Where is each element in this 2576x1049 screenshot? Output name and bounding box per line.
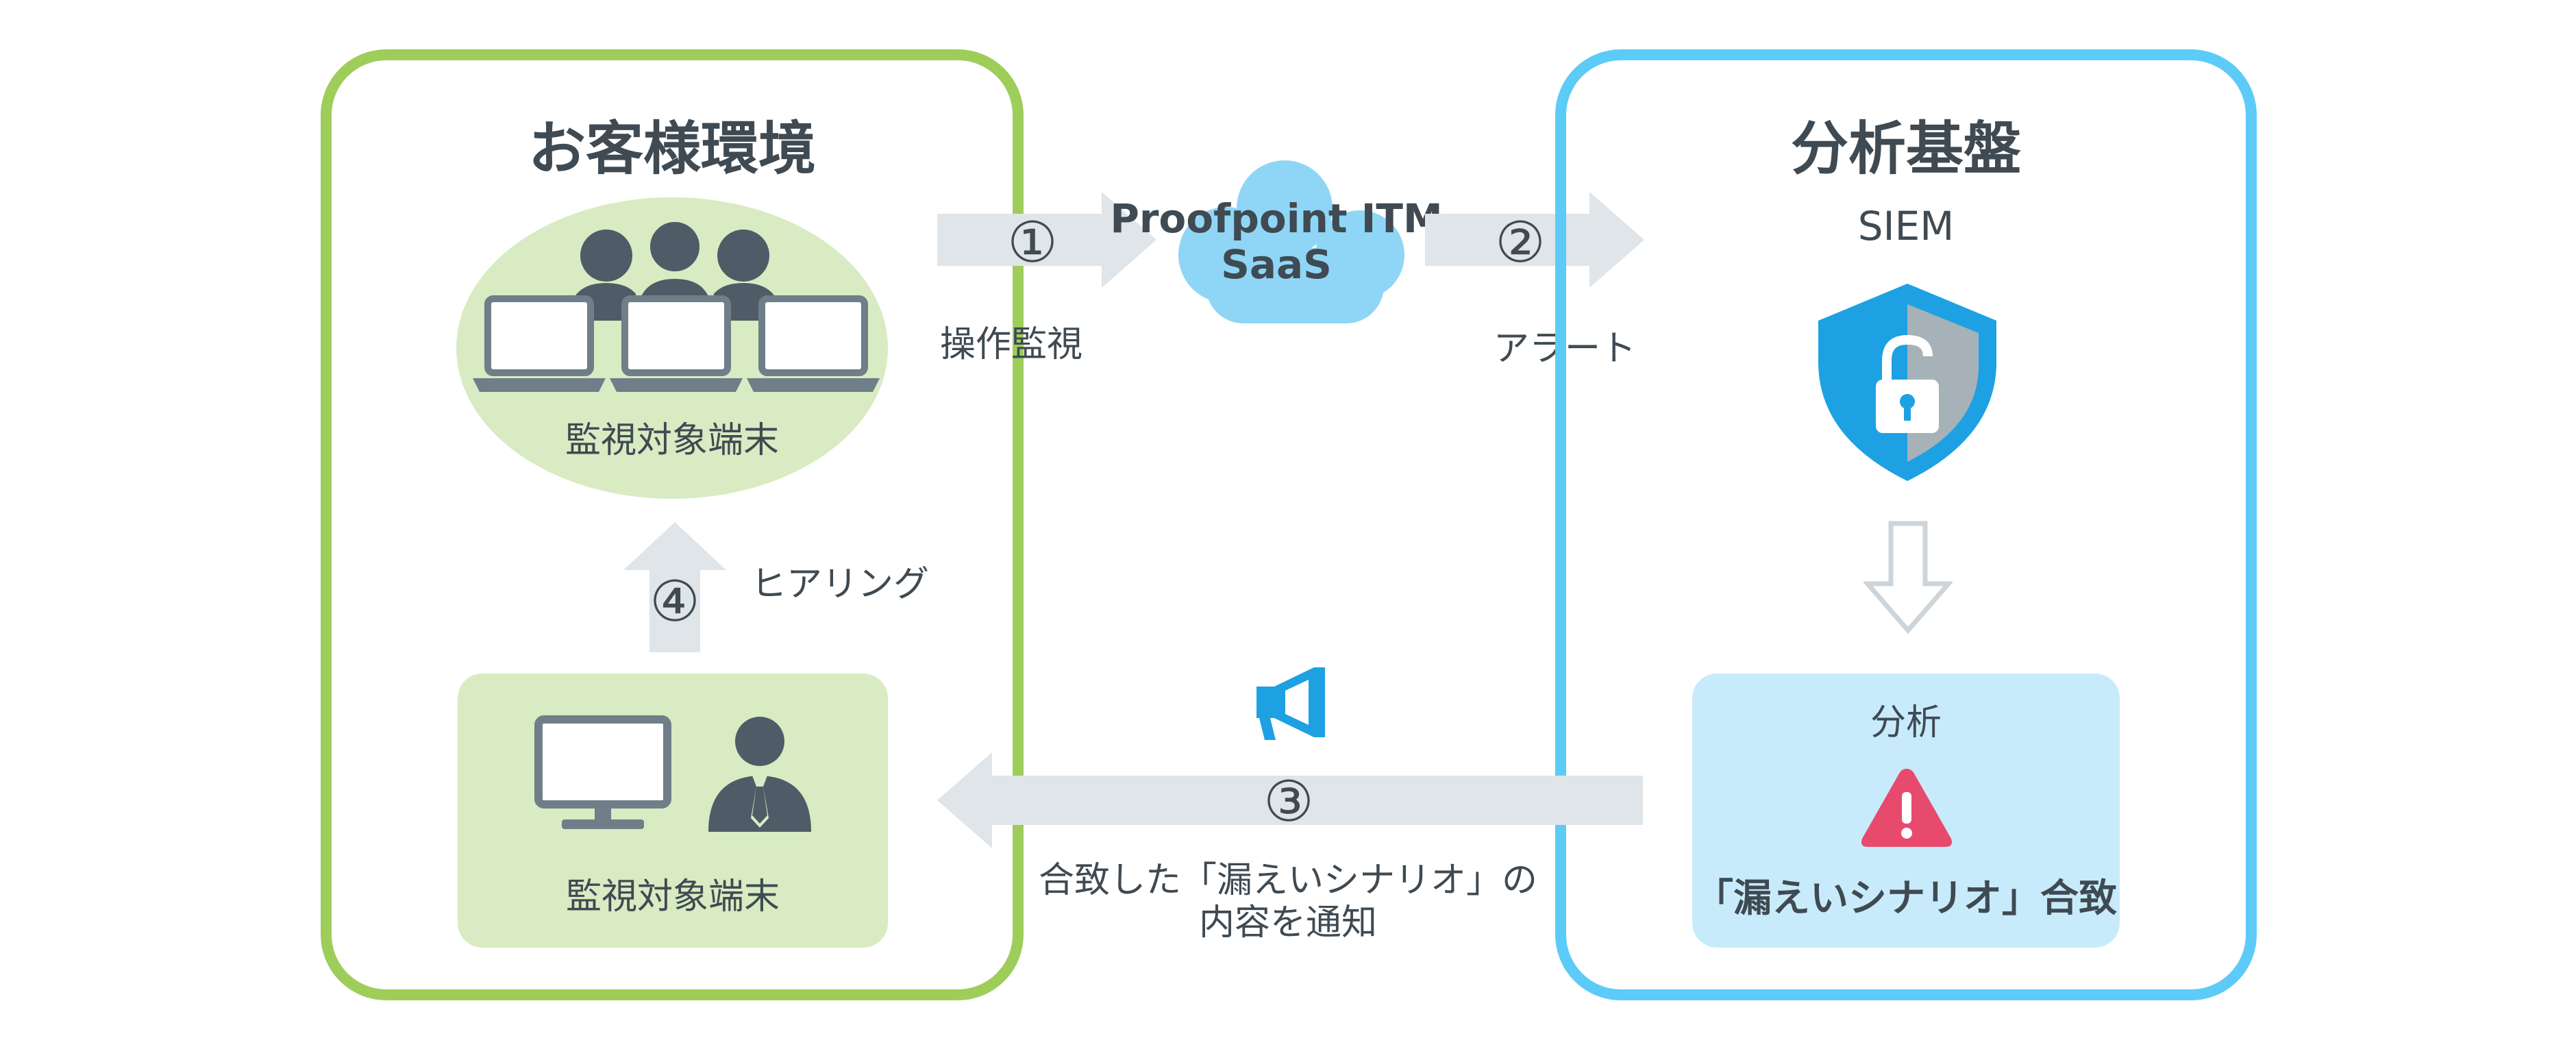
customer-environment-title: お客様環境	[528, 115, 816, 182]
step2-arrow	[1425, 192, 1644, 288]
admin-user-icon	[708, 717, 811, 832]
customer-environment-panel	[321, 49, 1024, 1000]
up-arrow-icon	[623, 522, 726, 652]
laptops-icon	[473, 295, 880, 392]
monitored-endpoints-label: 監視対象端末	[565, 420, 779, 461]
megaphone-icon	[1256, 667, 1325, 740]
step1-number: ①	[1007, 210, 1058, 275]
step3-label: 合致した「漏えいシナリオ」の 内容を通知	[1028, 859, 1548, 945]
cloud-line1: Proofpoint ITM	[1110, 195, 1443, 242]
step3-label-line2: 内容を通知	[1198, 902, 1377, 944]
cloud-icon	[1178, 160, 1404, 323]
step4-label: ヒアリング	[751, 564, 930, 605]
analysis-label: 分析	[1870, 702, 1942, 743]
shield-lock-icon	[1818, 284, 1996, 481]
step4-number: ④	[649, 569, 700, 634]
step3-label-line1: 合致した「漏えいシナリオ」の	[1038, 860, 1537, 901]
cloud-service-name: Proofpoint ITM SaaS	[1109, 196, 1444, 287]
cloud-line2: SaaS	[1221, 240, 1332, 288]
admin-terminal-label: 監視対象端末	[565, 876, 780, 917]
analysis-platform-panel	[1555, 49, 2257, 1000]
step3-number: ③	[1263, 769, 1314, 835]
step2-number: ②	[1495, 210, 1546, 275]
warning-icon	[1861, 769, 1952, 847]
step3-arrow	[937, 752, 1643, 848]
scenario-match-label: 「漏えいシナリオ」合致	[1695, 876, 2117, 921]
step1-arrow	[937, 192, 1156, 288]
analysis-platform-title: 分析基盤	[1790, 115, 2021, 182]
monitor-icon	[534, 715, 671, 829]
down-arrow-icon	[1863, 521, 1953, 634]
siem-label: SIEM	[1857, 203, 1955, 249]
step1-label: 操作監視	[940, 324, 1083, 365]
admin-terminal-box	[458, 674, 888, 948]
